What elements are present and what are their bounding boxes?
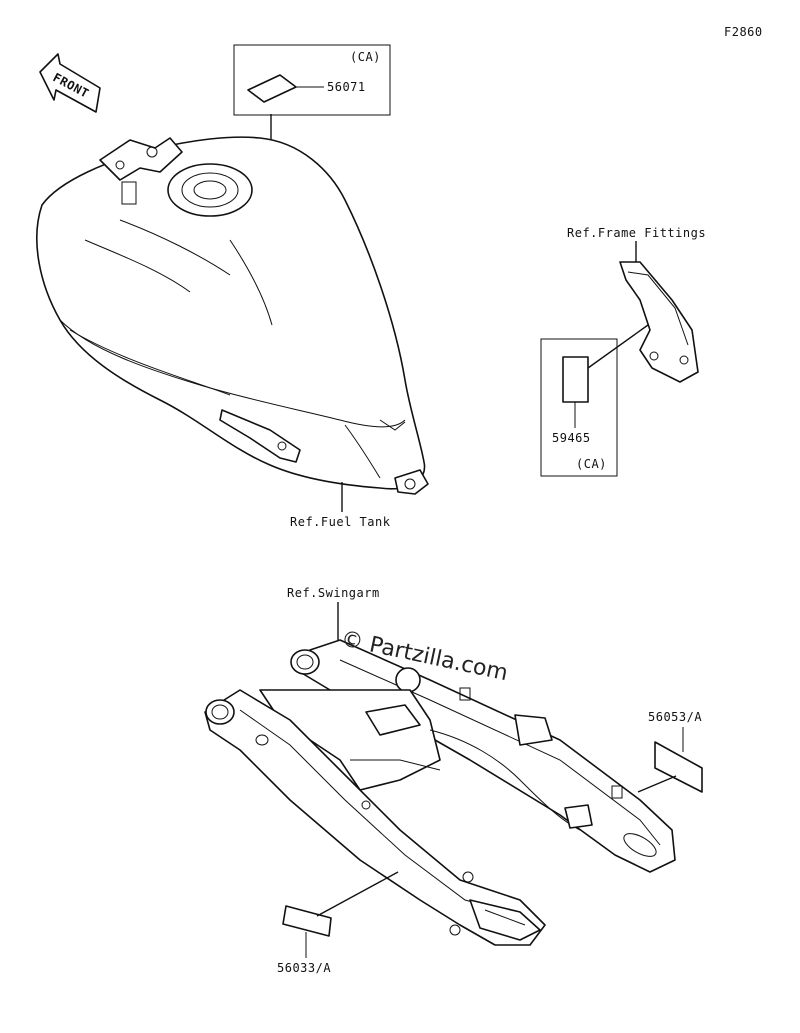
fuel-tank [36,136,429,495]
ref-swingarm: Ref.Swingarm [287,586,380,600]
tank-label-note: (CA) [350,50,381,64]
frame-label-callout: 59465 (CA) [540,324,649,477]
figure-id: F2860 [724,25,763,39]
swingarm [204,639,676,946]
front-arrow-icon: FRONT [39,53,101,113]
frame-label-number: 59465 [552,431,591,445]
swingarm-label-right: 56053/A [637,710,703,793]
swingarm-label-right-number: 56053/A [648,710,702,724]
frame-label-note: (CA) [576,457,607,471]
swingarm-label-left: 56033/A [277,871,399,975]
ref-frame-fittings: Ref.Frame Fittings [567,226,706,240]
frame-bracket [619,261,699,383]
ref-fuel-tank: Ref.Fuel Tank [290,515,391,529]
tank-label-number: 56071 [327,80,366,94]
swingarm-label-left-number: 56033/A [277,961,331,975]
